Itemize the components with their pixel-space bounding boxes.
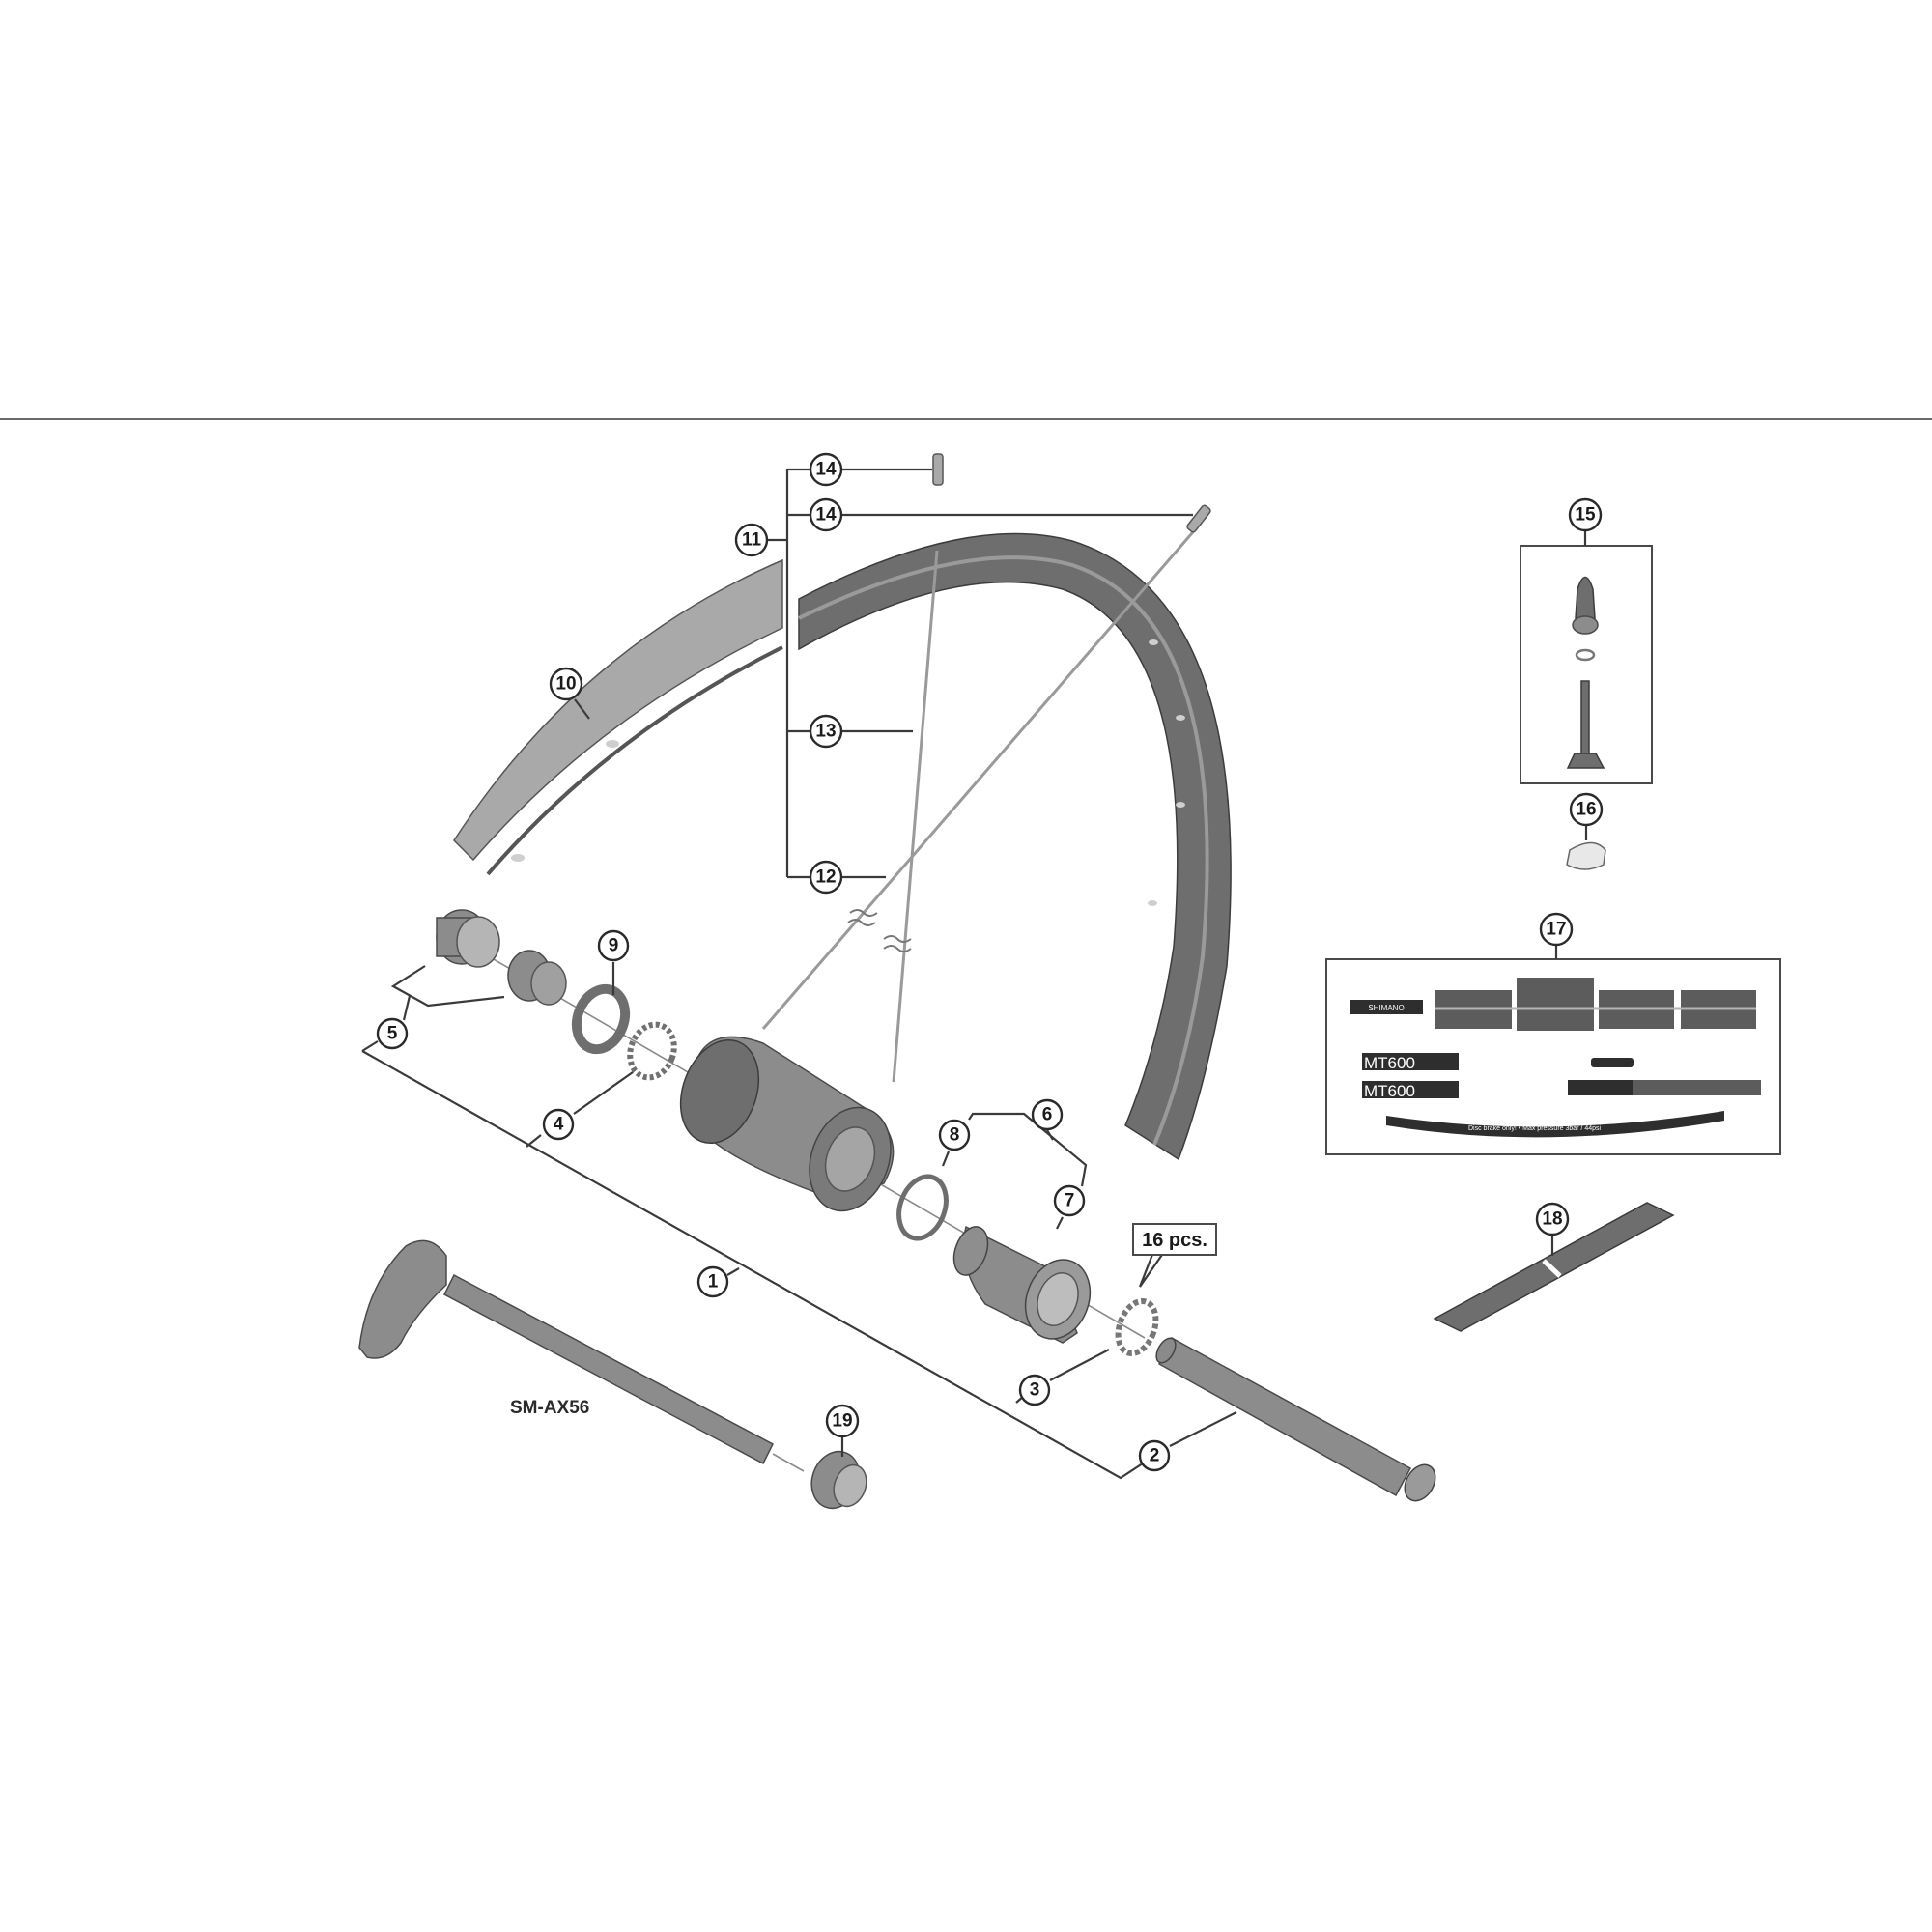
callout-12: 12 (809, 860, 843, 895)
svg-text:14: 14 (815, 505, 837, 526)
decal-warning-text: Disc brake only! • Max pressure 3bar / 4… (1468, 1125, 1602, 1132)
svg-text:9: 9 (609, 936, 619, 956)
callout-1: 1 (696, 1265, 729, 1298)
spoke-nipple-2 (1186, 504, 1211, 533)
callout-6: 6 (1031, 1098, 1064, 1131)
svg-text:3: 3 (1030, 1380, 1040, 1401)
ball-bearing-left (627, 1021, 677, 1081)
end-nut (810, 1450, 867, 1510)
callout-13: 13 (809, 714, 843, 749)
svg-text:2: 2 (1150, 1446, 1160, 1466)
o-ring (896, 1174, 949, 1241)
callout-15: 15 (1568, 497, 1603, 532)
quantity-label: 16 pcs. (1142, 1230, 1208, 1251)
lock-nut (436, 909, 500, 968)
rim-tape (1433, 1202, 1675, 1332)
thru-axle (358, 1239, 805, 1472)
callout-10: 10 (549, 667, 583, 701)
cone (507, 950, 567, 1006)
svg-text:6: 6 (1042, 1105, 1053, 1125)
callout-4: 4 (542, 1108, 575, 1141)
svg-text:7: 7 (1065, 1191, 1075, 1211)
svg-text:4: 4 (554, 1115, 564, 1135)
callout-14: 14 (809, 452, 843, 487)
svg-text:1: 1 (708, 1272, 719, 1293)
decal-brand: SHIMANO (1368, 1004, 1404, 1012)
callout-3: 3 (1018, 1374, 1051, 1406)
dust-cap (571, 983, 631, 1055)
callout-11: 11 (734, 523, 769, 557)
svg-text:15: 15 (1575, 505, 1596, 526)
callout-9: 9 (597, 929, 630, 962)
model-label: SM-AX56 (510, 1398, 589, 1418)
spoke-nipple-1 (932, 453, 944, 486)
hub-axle (1155, 1336, 1436, 1502)
svg-text:18: 18 (1542, 1209, 1562, 1230)
svg-text:14: 14 (815, 460, 837, 480)
callout-19: 19 (825, 1404, 860, 1438)
callout-14b: 14 (809, 497, 843, 532)
hub-body (679, 1036, 895, 1212)
svg-text:5: 5 (387, 1024, 398, 1044)
decal-model-1: MT600 (1364, 1054, 1415, 1072)
quantity-label-box: 16 pcs. (1132, 1223, 1217, 1256)
callout-17: 17 (1539, 912, 1574, 947)
valve-box (1520, 531, 1653, 870)
sticker-set: SHIMANO MT600 MT600 Disc brake only! • M… (1325, 946, 1781, 1155)
callout-5: 5 (376, 1017, 409, 1050)
svg-text:11: 11 (742, 530, 762, 551)
callouts: 1 2 3 4 5 6 7 8 9 10 11 12 13 14 14 15 1… (376, 452, 1604, 1472)
svg-text:19: 19 (832, 1411, 852, 1432)
freehub-body (952, 1225, 1092, 1344)
svg-text:8: 8 (950, 1125, 960, 1146)
rim (453, 532, 1232, 1161)
callout-18: 18 (1535, 1202, 1570, 1236)
callout-16: 16 (1569, 792, 1604, 827)
svg-text:13: 13 (815, 722, 836, 742)
svg-text:10: 10 (555, 674, 576, 695)
decal-model-2: MT600 (1364, 1082, 1415, 1100)
svg-text:12: 12 (815, 867, 836, 888)
svg-text:16: 16 (1576, 800, 1596, 820)
spokes (761, 526, 1200, 1083)
svg-text:17: 17 (1546, 920, 1566, 940)
callout-8: 8 (938, 1119, 971, 1151)
callout-7: 7 (1053, 1184, 1086, 1217)
ball-bearing-right (1115, 1297, 1159, 1357)
callout-2: 2 (1138, 1439, 1171, 1472)
